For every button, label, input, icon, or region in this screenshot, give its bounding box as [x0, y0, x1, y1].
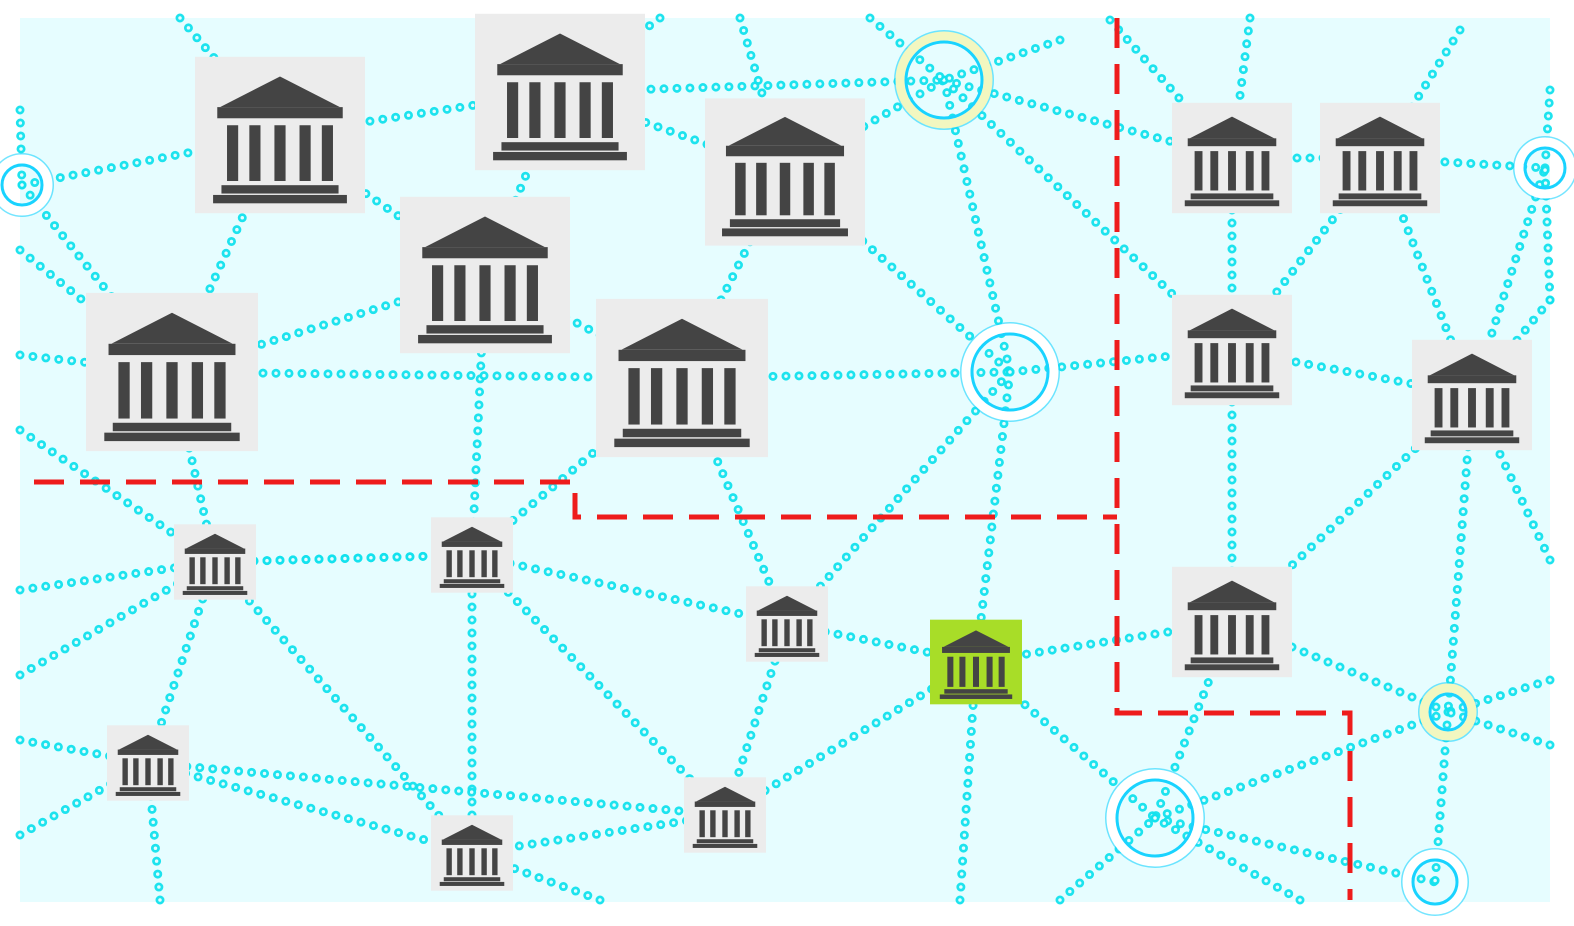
link-core-eV-h3	[1058, 816, 1157, 902]
ring-hub-icon	[1513, 136, 1574, 200]
link-core-eP-b10	[1470, 393, 1552, 562]
ring-hub-icon	[0, 153, 54, 217]
ring-hub-icon	[894, 30, 994, 130]
link-core-h1-b9	[942, 78, 1234, 352]
highlighted-bank-node	[930, 619, 1022, 705]
bank-node	[107, 725, 189, 801]
link-core-eJ-b3	[738, 16, 787, 174]
link-core-b12-b18	[213, 560, 474, 855]
link-core-b16-b18	[146, 761, 474, 855]
link-core-h2-b14	[785, 370, 1012, 626]
link-core-eQ-h4	[1446, 678, 1552, 714]
link-core-b4-b13	[470, 273, 487, 557]
bank-node	[1172, 566, 1292, 678]
link-core-eX-b7	[1108, 18, 1234, 160]
link-core-eZ-b16	[18, 761, 150, 837]
bank-node	[1412, 339, 1532, 451]
link-core-h7-b5	[20, 183, 174, 374]
link-b17-b18	[467, 810, 730, 858]
bank-node	[431, 517, 513, 593]
bank-node	[86, 292, 258, 452]
bank-node	[475, 13, 645, 171]
link-core-h3-h5	[1153, 816, 1437, 884]
link-core-b13-b17	[470, 553, 727, 817]
bank-node	[596, 298, 768, 458]
bank-node	[705, 98, 865, 246]
link-eW-h3	[1150, 813, 1305, 905]
bank-node	[195, 56, 365, 214]
link-core-eD-b12	[18, 560, 217, 677]
bank-node	[1172, 294, 1292, 406]
link-core-eN-b8	[1378, 28, 1462, 160]
link-core-eL-h1	[942, 38, 1062, 82]
link-core-eF-h7	[18, 108, 24, 187]
boundary-line-1	[34, 479, 1117, 520]
link-core-eO-h6	[1543, 166, 1552, 302]
link-b6-b14	[677, 373, 792, 629]
ring-hub-icon	[1418, 682, 1478, 742]
bank-node	[684, 777, 766, 853]
bank-node	[746, 586, 828, 662]
boundary-layer	[34, 18, 1353, 900]
ring-hub-icon	[1105, 768, 1205, 868]
ring-hub-icon	[960, 322, 1060, 422]
bank-node	[1172, 102, 1292, 214]
bank-node	[174, 524, 256, 600]
link-core-h7-b1	[20, 133, 282, 187]
link-core-b1-b2	[278, 90, 562, 137]
link-core-h3-h4	[1153, 710, 1450, 820]
link-core-b6-h2	[680, 370, 1012, 380]
link-core-b13-b14	[470, 553, 789, 626]
link-core-b12-b13	[213, 553, 474, 564]
link-core-eY-h6	[1543, 88, 1552, 170]
ring-hub-icon	[1401, 848, 1469, 916]
bank-node	[400, 196, 570, 354]
bank-layer	[86, 13, 1532, 891]
hub-layer	[0, 30, 1574, 916]
bank-node	[431, 815, 513, 891]
link-b16-b17	[143, 758, 730, 820]
link-core-eE-b16	[18, 738, 150, 765]
link-core-b1-b5	[170, 133, 282, 374]
link-core-b11-h3	[1153, 620, 1234, 820]
link-core-eU-ho	[958, 660, 978, 902]
boundary-line-2	[1114, 18, 1353, 900]
bank-node	[1320, 102, 1440, 214]
link-core-b11-ho	[974, 620, 1234, 664]
